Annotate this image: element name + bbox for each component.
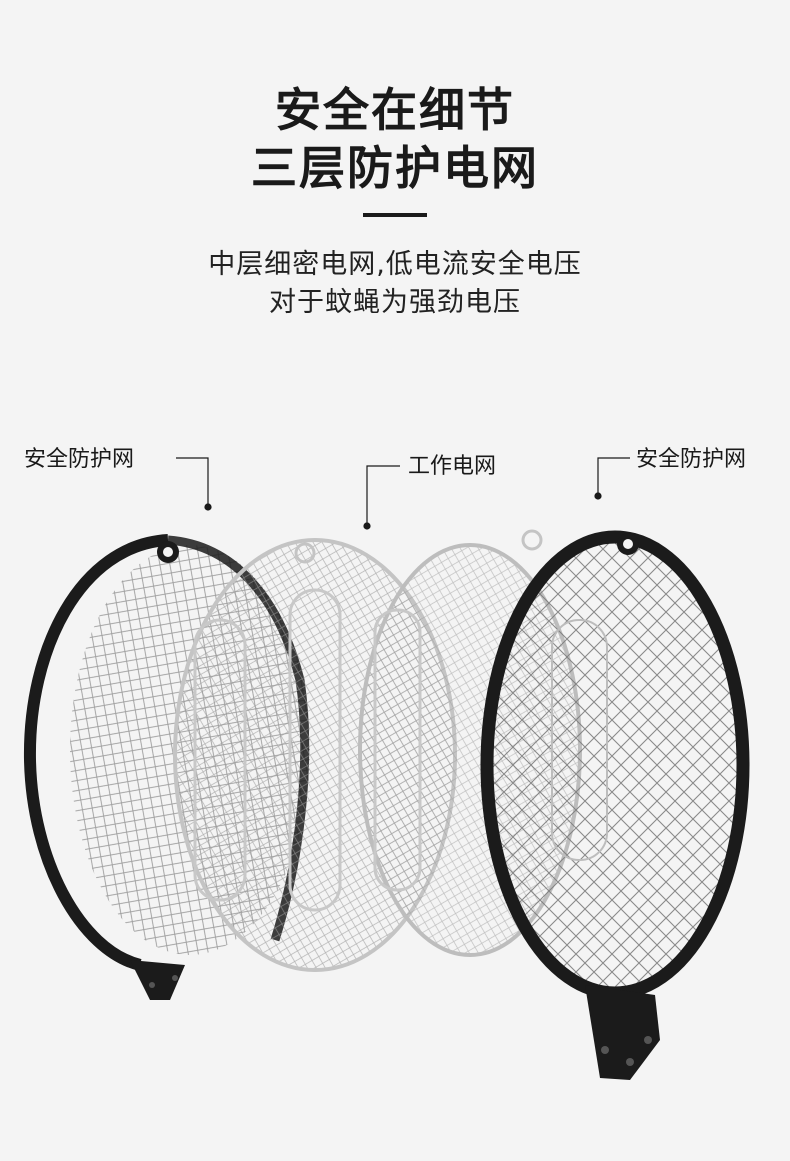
label-right-safety-mesh: 安全防护网 bbox=[636, 447, 747, 472]
leader-line-middle bbox=[363, 465, 400, 530]
description-line-2: 对于蚊蝇为强劲电压 bbox=[269, 287, 521, 318]
heading-line-2: 三层防护电网 bbox=[251, 141, 539, 195]
label-working-mesh: 工作电网 bbox=[408, 454, 497, 479]
right-safety-mesh-layer bbox=[480, 530, 750, 1080]
leader-line-right bbox=[594, 457, 630, 500]
description-line-1: 中层细密电网,低电流安全电压 bbox=[208, 249, 582, 280]
heading-line-1: 安全在细节 bbox=[275, 83, 515, 137]
leader-line-left bbox=[176, 457, 212, 511]
heading-divider bbox=[363, 213, 427, 217]
label-left-safety-mesh: 安全防护网 bbox=[24, 447, 135, 472]
